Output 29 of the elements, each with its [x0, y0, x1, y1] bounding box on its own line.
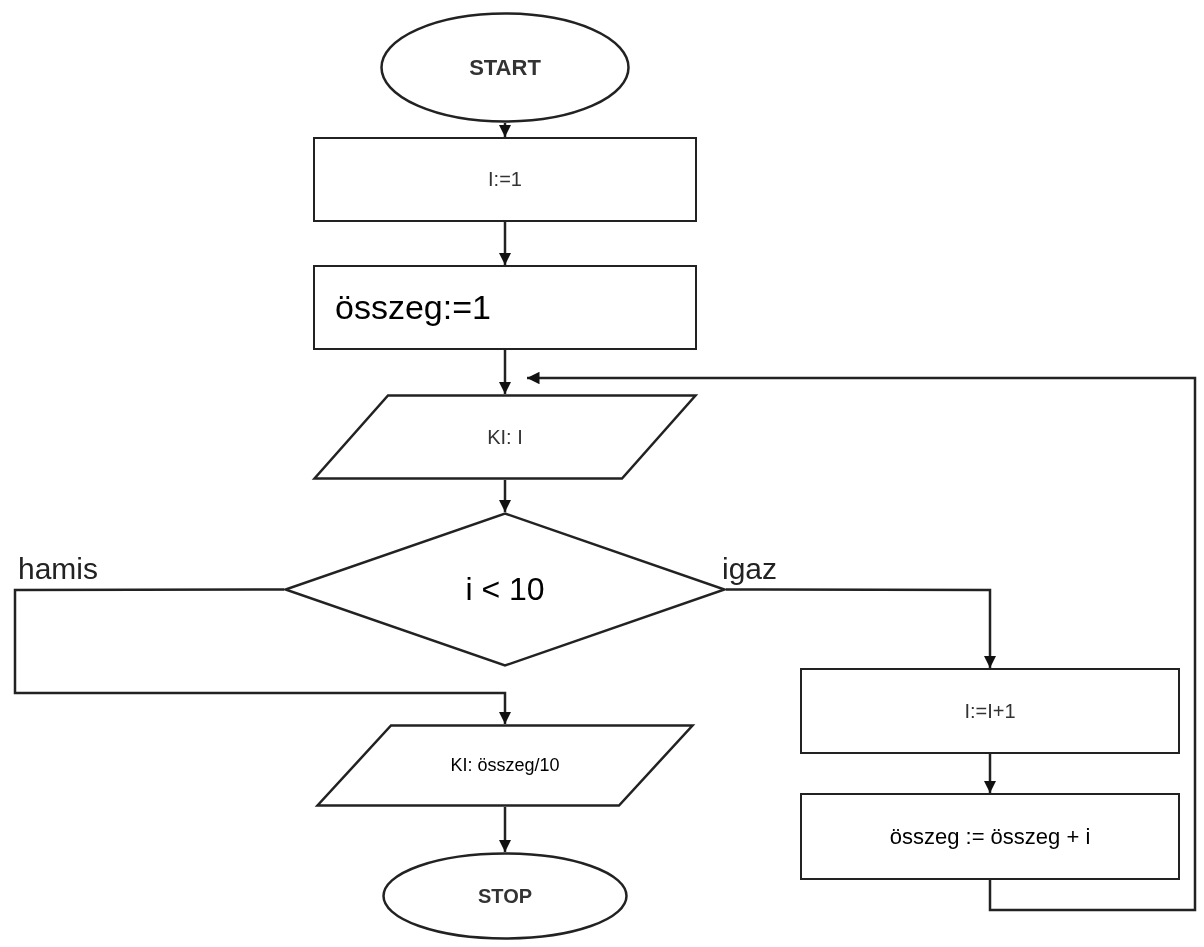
edge-label: hamis: [18, 552, 99, 586]
arrow: [498, 807, 512, 852]
process-box: [800, 668, 1180, 754]
node-label: STOP: [477, 884, 533, 908]
arrow: [498, 480, 512, 512]
arrow: [527, 371, 1197, 912]
node-label: KI: I: [487, 425, 523, 449]
process-box: [800, 793, 1180, 880]
node-label: i < 10: [465, 571, 545, 608]
arrow: [498, 350, 512, 394]
arrow: [983, 754, 997, 793]
arrow: [726, 588, 997, 668]
node-label: I:=I+1: [964, 699, 1016, 723]
node-label: KI: összeg/10: [450, 755, 560, 776]
arrow: [13, 588, 512, 724]
arrow: [498, 123, 512, 137]
process-box: [313, 137, 697, 222]
arrow: [498, 222, 512, 265]
io-parallelogram: [316, 724, 694, 807]
node-label: összeg:=1: [335, 288, 491, 327]
process-box: [313, 265, 697, 350]
terminal-ellipse: [382, 852, 628, 940]
terminal-ellipse: [380, 12, 630, 123]
node-label: I:=1: [488, 168, 522, 191]
node-label: összeg := összeg + i: [889, 823, 1091, 850]
edge-label: igaz: [722, 552, 778, 586]
node-label: START: [469, 54, 541, 81]
io-parallelogram: [313, 394, 697, 480]
decision-diamond: [284, 512, 726, 667]
